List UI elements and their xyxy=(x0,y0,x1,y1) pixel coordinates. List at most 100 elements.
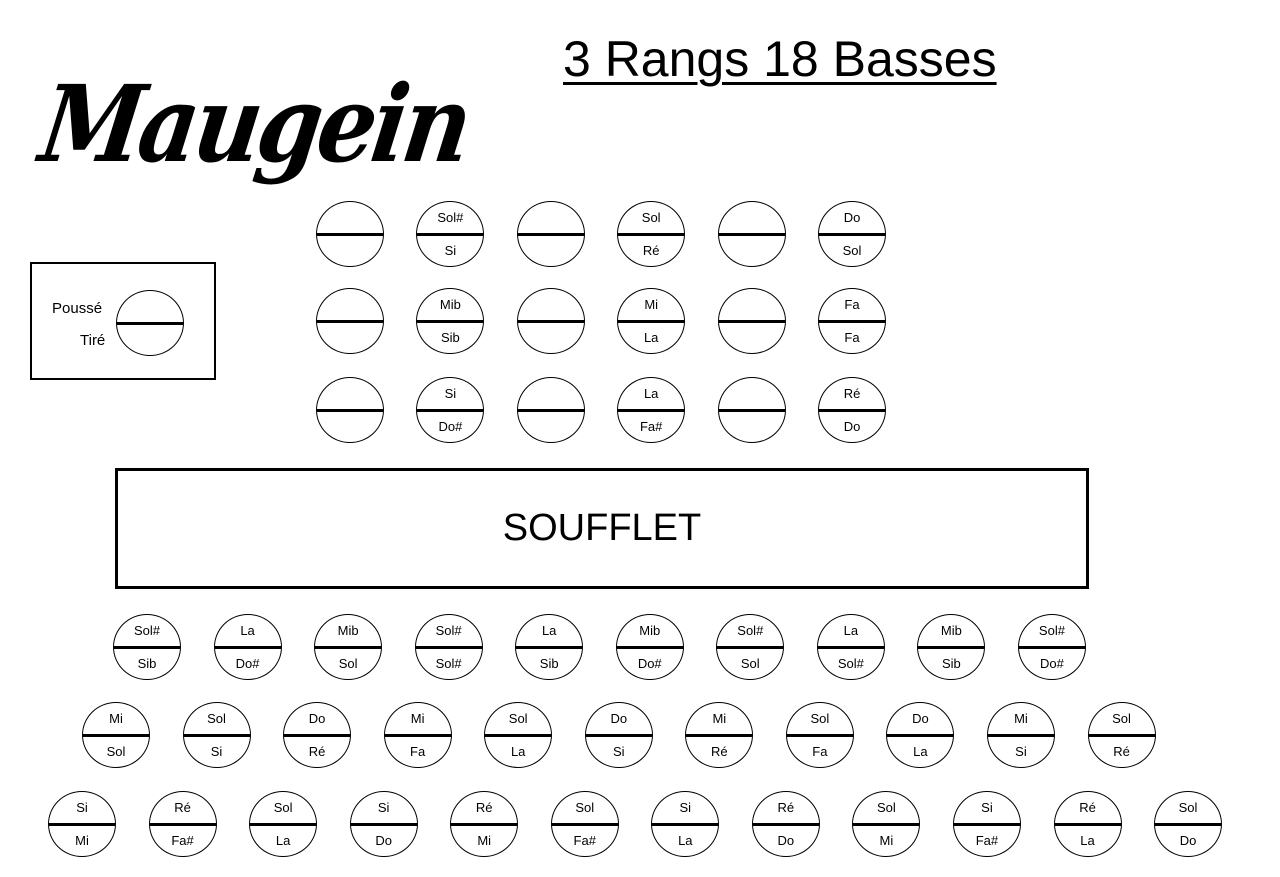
divider-line xyxy=(819,408,885,412)
pull-note: Sib xyxy=(137,656,157,671)
bass-button xyxy=(516,377,585,443)
pull-note: Fa# xyxy=(639,419,663,434)
pull-note: La xyxy=(510,744,526,759)
divider-line xyxy=(517,408,584,412)
divider-line xyxy=(415,645,482,649)
push-note: Si xyxy=(377,800,390,815)
pull-note: Sib xyxy=(941,656,961,671)
divider-line xyxy=(1054,822,1121,826)
divider-line xyxy=(317,408,383,412)
divider-line xyxy=(652,822,719,826)
pull-note: Fa# xyxy=(573,833,596,848)
divider-line xyxy=(250,822,317,826)
divider-line xyxy=(517,232,584,236)
pull-note: Sol xyxy=(740,656,760,671)
bass-button xyxy=(316,201,384,267)
divider-line xyxy=(551,822,618,826)
bass-button xyxy=(516,288,585,354)
divider-line xyxy=(183,733,250,737)
divider-line xyxy=(616,645,683,649)
pull-note: Sol xyxy=(842,243,862,258)
divider-line xyxy=(317,232,383,236)
bass-button xyxy=(717,288,786,354)
push-note: La xyxy=(240,623,255,638)
pull-note: Ré xyxy=(1113,744,1130,759)
divider-line xyxy=(853,822,920,826)
pull-note: Ré xyxy=(642,243,660,258)
push-note: La xyxy=(843,623,859,638)
pull-note: Do# xyxy=(1040,656,1064,671)
divider-line xyxy=(149,822,216,826)
bass-button xyxy=(316,288,384,354)
divider-line xyxy=(1155,822,1222,826)
push-note: Ré xyxy=(475,800,493,815)
push-note: La xyxy=(643,386,659,401)
divider-line xyxy=(517,319,584,323)
pull-note: Do xyxy=(777,833,795,848)
divider-line xyxy=(819,319,885,323)
pull-note: Fa xyxy=(812,744,828,759)
pull-note: Ré xyxy=(308,744,326,759)
pull-note: Ré xyxy=(710,744,728,759)
pull-note: Sib xyxy=(440,330,460,345)
divider-line xyxy=(618,408,685,412)
push-note: Sol# xyxy=(133,623,161,638)
divider-line xyxy=(384,733,451,737)
push-note: Si xyxy=(981,800,993,815)
push-note: Sol xyxy=(207,711,226,726)
divider-line xyxy=(451,822,518,826)
pull-note: Si xyxy=(1015,744,1027,759)
push-note: Sol xyxy=(810,711,830,726)
push-note: Si xyxy=(444,386,457,401)
push-note: Mi xyxy=(1014,711,1028,726)
pull-note: Si xyxy=(444,243,457,258)
pull-note: Do xyxy=(1179,833,1197,848)
pull-note: Do# xyxy=(438,419,463,434)
pull-note: La xyxy=(913,744,928,759)
pull-note: La xyxy=(643,330,659,345)
legend-button-icon xyxy=(116,290,184,356)
pull-note: Sib xyxy=(539,656,559,671)
pull-note: Do# xyxy=(235,656,260,671)
divider-line xyxy=(987,733,1054,737)
pull-note: Fa# xyxy=(171,833,194,848)
divider-line xyxy=(618,319,685,323)
push-note: Do xyxy=(308,711,326,726)
divider-line xyxy=(718,232,785,236)
divider-line xyxy=(817,645,884,649)
divider-line xyxy=(1088,733,1155,737)
divider-line xyxy=(752,822,819,826)
pull-note: Fa# xyxy=(975,833,999,848)
push-note: Sol xyxy=(876,800,896,815)
push-note: Sol# xyxy=(737,623,764,638)
push-note: Sol# xyxy=(435,623,462,638)
pull-note: Mi xyxy=(879,833,894,848)
divider-line xyxy=(618,232,685,236)
divider-line xyxy=(718,319,785,323)
legend-push-label: Poussé xyxy=(52,300,103,317)
pull-note: Fa xyxy=(844,330,860,345)
pull-note: Sol xyxy=(106,744,126,759)
push-note: Si xyxy=(76,800,88,815)
bass-button xyxy=(717,377,786,443)
divider-line xyxy=(83,733,149,737)
pull-note: Si xyxy=(210,744,223,759)
divider-line xyxy=(49,822,115,826)
